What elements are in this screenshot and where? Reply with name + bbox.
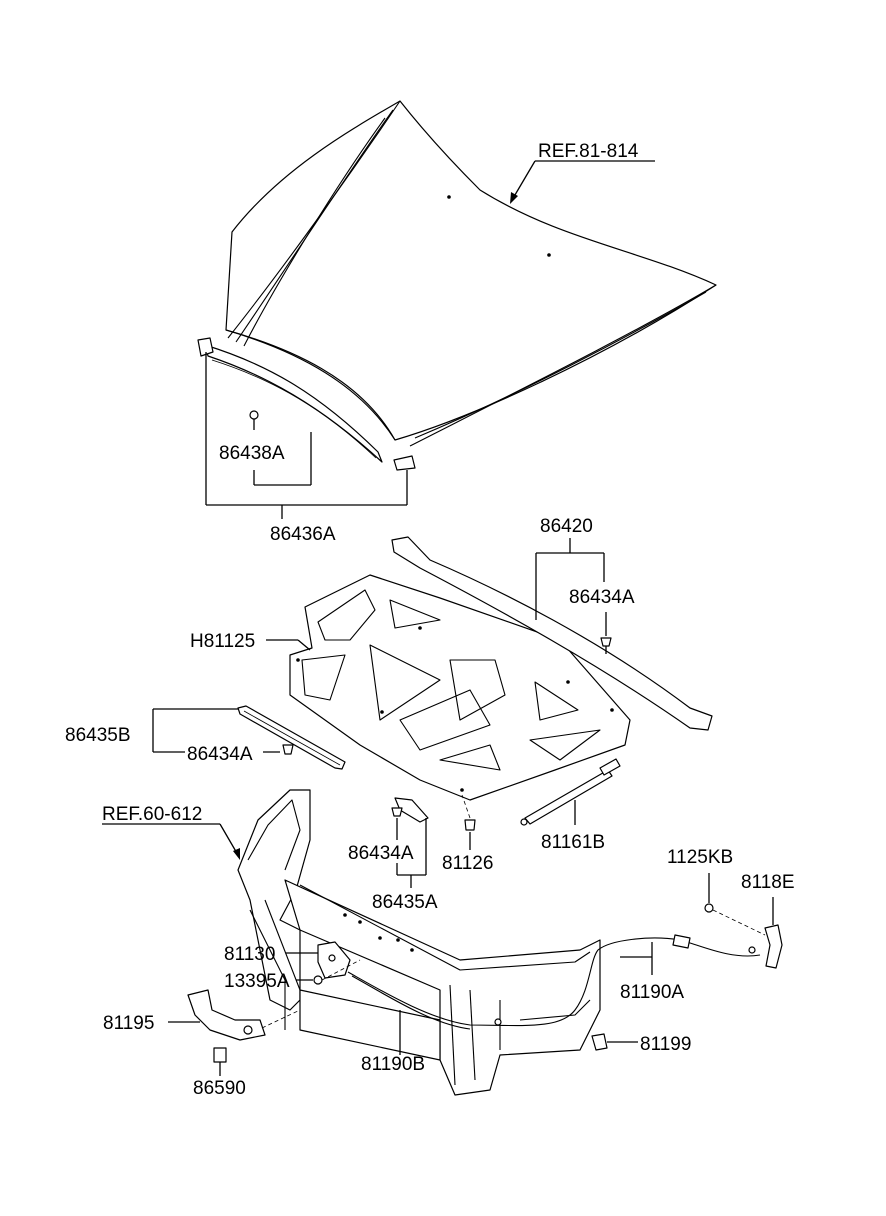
clip-81199-part xyxy=(591,1033,608,1051)
hood-strut-81161B xyxy=(520,758,621,826)
hood-weatherstrip xyxy=(204,344,383,463)
label-81161B: 81161B xyxy=(541,832,605,853)
label-86434A-top: 86434A xyxy=(569,587,635,608)
label-81199: 81199 xyxy=(640,1034,691,1055)
seal-strip-86420 xyxy=(391,536,713,731)
seal-strip-86435B xyxy=(237,705,346,770)
label-8118E: 8118E xyxy=(741,872,795,893)
label-81190A: 81190A xyxy=(620,982,684,1003)
release-handle-8118E xyxy=(764,924,783,969)
hood-panel xyxy=(225,100,717,447)
label-1125KB: 1125KB xyxy=(667,847,733,868)
screw-1125KB-part xyxy=(704,903,714,913)
label-86590: 86590 xyxy=(193,1078,246,1099)
hood-bracket-left xyxy=(197,337,214,357)
hood-latch-81130 xyxy=(317,941,351,979)
hood-bracket-right xyxy=(393,455,416,471)
label-86438A: 86438A xyxy=(219,443,285,464)
label-81126: 81126 xyxy=(442,853,493,874)
clip-81126-part xyxy=(464,819,476,831)
bumper-86590-part xyxy=(213,1047,227,1063)
release-cable-81190 xyxy=(347,934,761,1030)
label-86435A: 86435A xyxy=(372,892,438,913)
label-81195: 81195 xyxy=(103,1013,154,1034)
label-13395A: 13395A xyxy=(224,971,290,992)
label-81130: 81130 xyxy=(224,944,275,965)
label-86435B: 86435B xyxy=(65,725,131,746)
front-end-module xyxy=(237,789,601,1096)
label-H81125: H81125 xyxy=(190,631,255,652)
clip-86434A-left-part xyxy=(282,744,294,755)
label-86436A: 86436A xyxy=(270,524,336,545)
label-86434A-mid: 86434A xyxy=(348,843,414,864)
label-ref-81-814: REF.81-814 xyxy=(538,141,639,162)
clip-86434A-top-part xyxy=(600,637,612,654)
label-81190B: 81190B xyxy=(361,1054,425,1075)
label-86420: 86420 xyxy=(540,516,593,537)
clip-86438A-part xyxy=(249,410,259,430)
hood-insulator-pad xyxy=(289,574,631,801)
bolt-13395A-part xyxy=(313,975,323,985)
clip-86434A-mid-part xyxy=(391,807,403,817)
label-86434A-left: 86434A xyxy=(187,744,253,765)
label-ref-60-612: REF.60-612 xyxy=(102,804,202,825)
bracket-81195 xyxy=(187,989,266,1041)
